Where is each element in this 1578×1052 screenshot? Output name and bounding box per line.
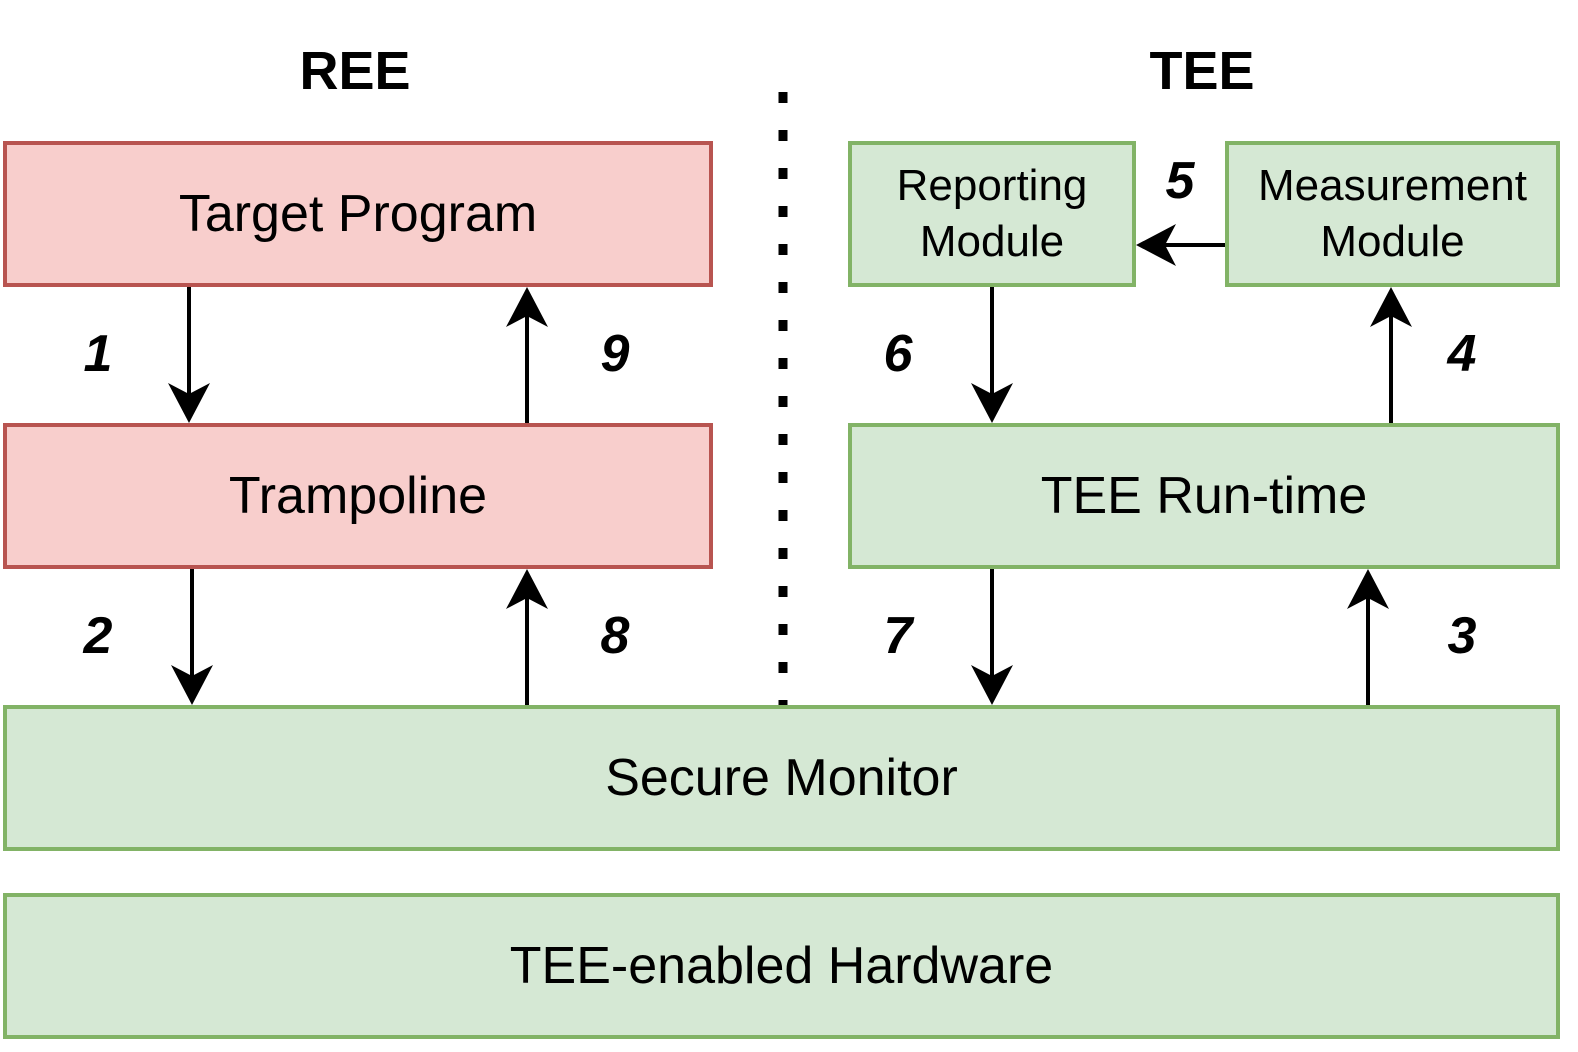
step-label-4: 4 <box>1447 325 1477 383</box>
ree-heading: REE <box>299 41 411 101</box>
tee-hardware-box: TEE-enabled Hardware <box>3 893 1560 1039</box>
measurement-module-box: Measurement Module <box>1225 141 1560 287</box>
arrow-step-2 <box>171 569 213 705</box>
step-label-9: 9 <box>600 325 630 383</box>
arrow-step-3 <box>1347 569 1389 705</box>
secure-monitor-box: Secure Monitor <box>3 705 1560 851</box>
step-label-5: 5 <box>1165 152 1195 210</box>
step-label-6: 6 <box>883 325 913 383</box>
reporting-module-box: Reporting Module <box>848 141 1136 287</box>
trampoline-label: Trampoline <box>228 467 488 525</box>
target-program-label: Target Program <box>178 185 538 243</box>
target-program-box: Target Program <box>3 141 713 287</box>
arrow-step-1 <box>168 287 210 423</box>
tee-heading: TEE <box>1149 41 1255 101</box>
tee-hardware-label: TEE-enabled Hardware <box>509 937 1054 995</box>
tee-runtime-label: TEE Run-time <box>1040 467 1368 525</box>
step-label-2: 2 <box>83 607 113 665</box>
arrow-step-8 <box>506 569 548 705</box>
trampoline-box: Trampoline <box>3 423 713 569</box>
arrow-step-5 <box>1136 224 1225 266</box>
secure-monitor-label: Secure Monitor <box>605 749 958 807</box>
arrow-step-9 <box>506 287 548 423</box>
step-label-1: 1 <box>83 325 113 383</box>
arrow-step-7 <box>971 569 1013 705</box>
step-label-3: 3 <box>1447 607 1477 665</box>
measurement-module-label: Measurement Module <box>1257 161 1527 266</box>
arrow-step-4 <box>1370 287 1412 423</box>
arrow-step-6 <box>971 287 1013 423</box>
tee-runtime-box: TEE Run-time <box>848 423 1560 569</box>
step-label-7: 7 <box>883 607 913 665</box>
step-label-8: 8 <box>600 607 630 665</box>
reporting-module-label: Reporting Module <box>896 161 1088 266</box>
